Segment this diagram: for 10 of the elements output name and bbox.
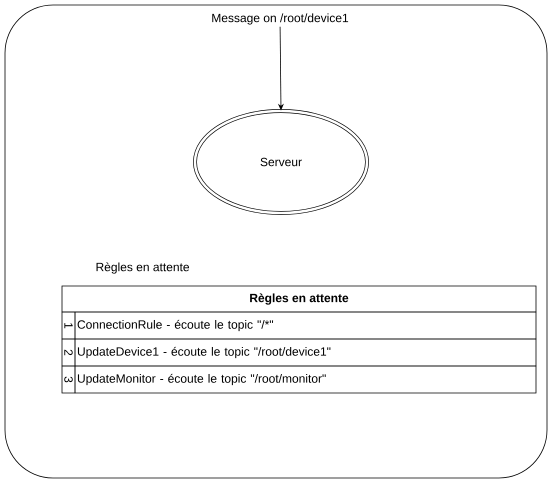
frame-box	[4, 4, 548, 478]
table-cell: UpdateMonitor - écoute le topic "/root/monitor"	[74, 366, 536, 394]
table-header: Règles en attente	[62, 286, 536, 312]
table-cell: ConnectionRule - écoute le topic "/*"	[74, 312, 536, 340]
table-caption: Règles en attente	[96, 262, 190, 274]
row-number: 2	[62, 338, 76, 366]
row-number: 1	[62, 312, 76, 340]
table-cell: UpdateDevice1 - écoute le topic "/root/device1"	[74, 338, 536, 366]
row-number: 3	[62, 366, 76, 394]
message-text: Message on /root/device1	[212, 13, 348, 25]
